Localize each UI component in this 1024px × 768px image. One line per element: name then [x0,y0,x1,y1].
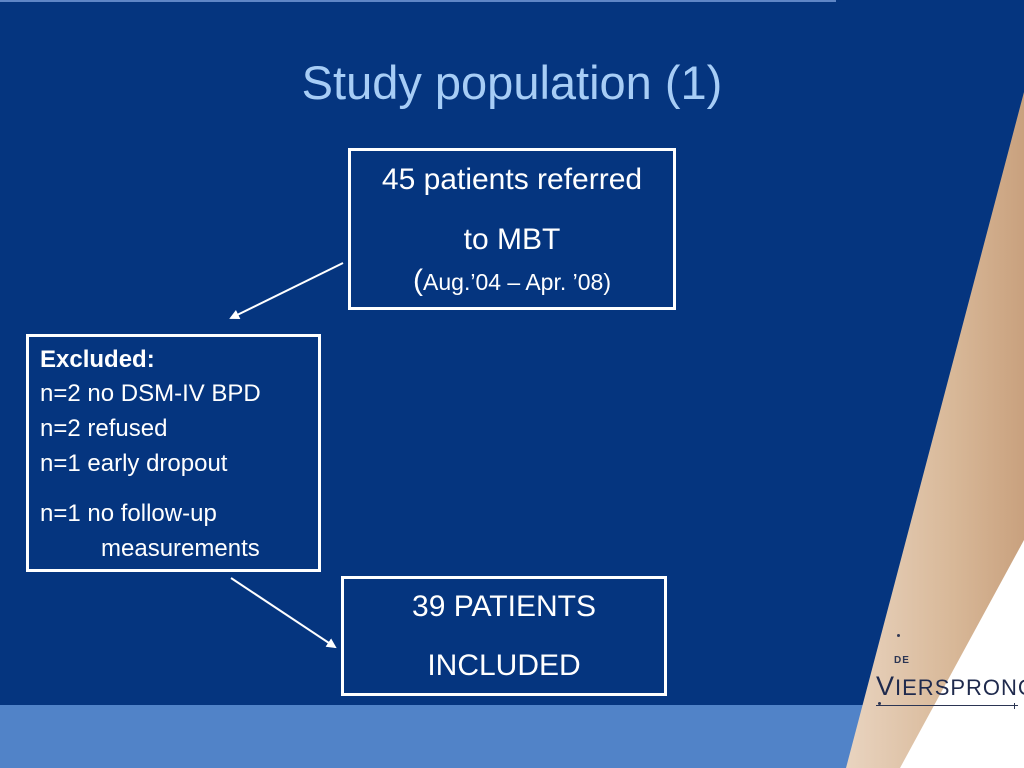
top-rule [0,0,836,2]
included-box: 39 PATIENTS INCLUDED [341,576,667,696]
excluded-item: n=2 no DSM-IV BPD [40,380,261,407]
excluded-box: Excluded: n=2 no DSM-IV BPD n=2 refused … [26,334,321,572]
logo-tick [1014,703,1015,709]
logo-prefix: DE [894,655,910,666]
included-label: INCLUDED [427,649,581,682]
right-beige-wedge [846,92,1024,768]
referred-box: 45 patients referred to MBT (Aug.’04 – A… [348,148,676,310]
right-white-wedge [900,540,1024,768]
included-count: 39 PATIENTS [412,590,596,623]
referred-period: (Aug.’04 – Apr. ’08) [351,266,673,297]
logo-dot [878,702,881,705]
logo-rest: IERSPRONG [895,675,1024,700]
excluded-item: n=1 no follow-up [40,500,217,527]
slide-title: Study population (1) [301,56,723,109]
logo-name: VIERSPRONG [876,671,1024,701]
excluded-item: n=2 refused [40,415,168,442]
referred-period-paren: ( [413,264,424,297]
excluded-item: n=1 early dropout [40,450,228,477]
excluded-heading: Excluded: [40,346,155,373]
vierspong-logo: DE VIERSPRONG [868,628,1024,709]
referred-count: 45 patients referred [381,163,643,196]
logo-dot [897,634,900,637]
excluded-item: measurements [101,535,260,562]
logo-rule [876,705,1018,706]
referred-period-dates: Aug.’04 – Apr. ’08) [423,269,611,295]
referred-target: to MBT [463,223,561,256]
logo-initial: V [876,671,896,701]
